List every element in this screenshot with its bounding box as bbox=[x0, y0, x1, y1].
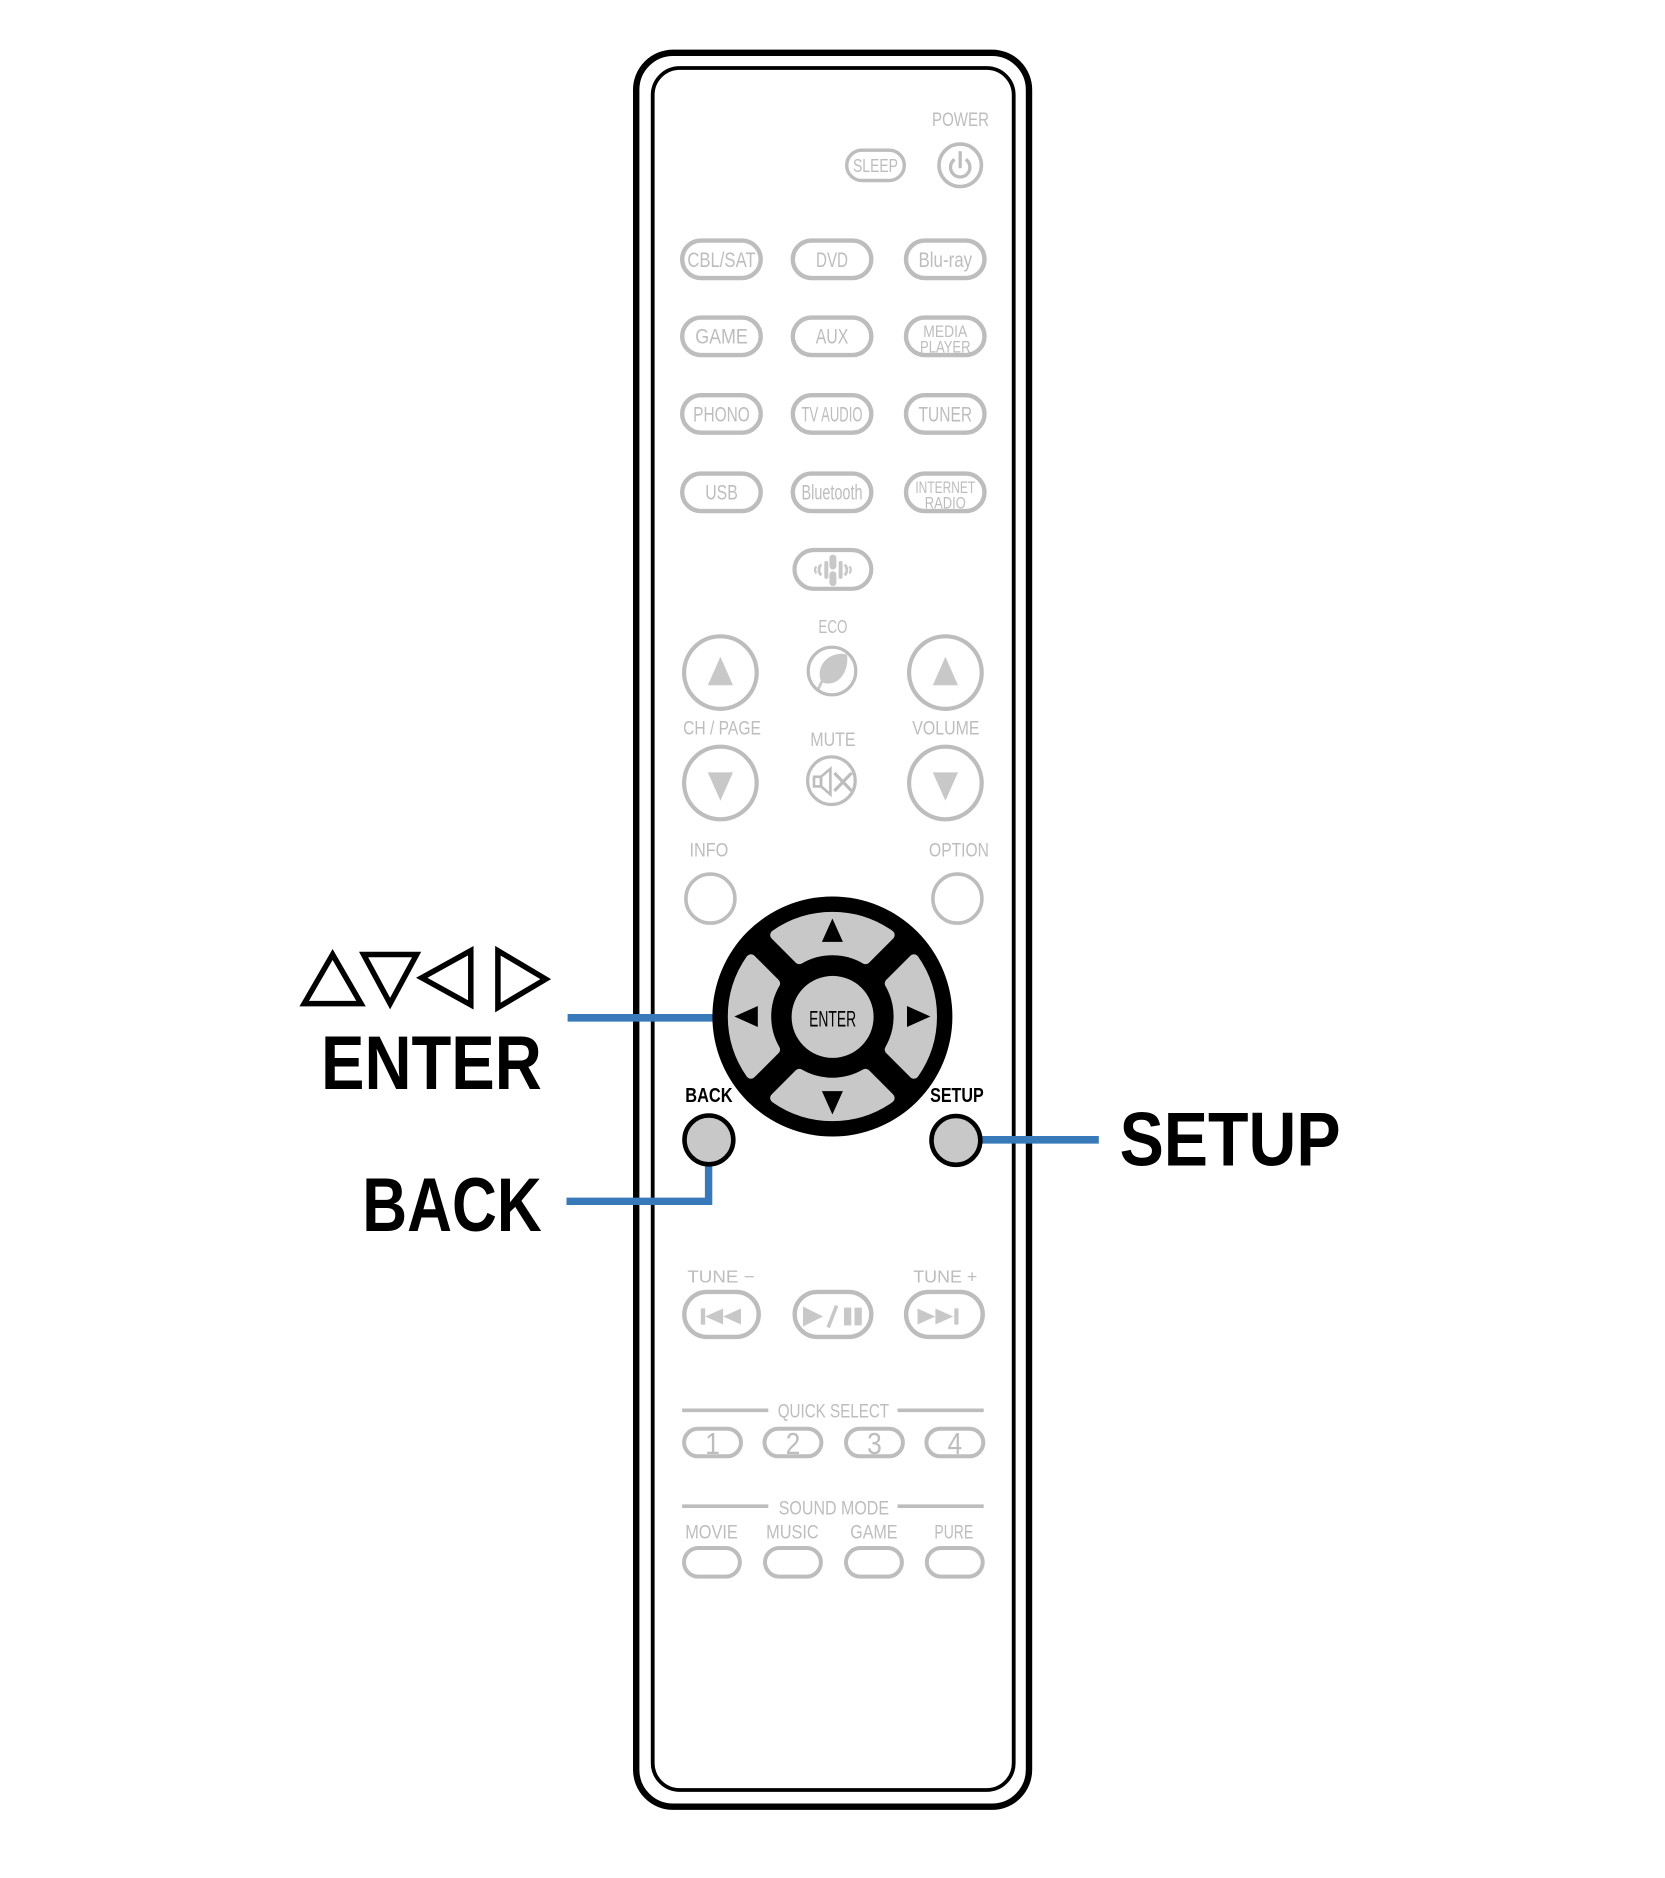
svg-text:OPTION: OPTION bbox=[929, 841, 989, 862]
svg-text:ENTER: ENTER bbox=[321, 1021, 542, 1106]
svg-text:MUTE: MUTE bbox=[810, 730, 855, 751]
svg-text:GAME: GAME bbox=[695, 326, 748, 349]
svg-text:Blu-ray: Blu-ray bbox=[919, 249, 973, 272]
svg-text:BACK: BACK bbox=[685, 1084, 732, 1107]
svg-text:SOUND MODE: SOUND MODE bbox=[779, 1497, 889, 1519]
svg-text:SLEEP: SLEEP bbox=[853, 156, 898, 176]
svg-text:Bluetooth: Bluetooth bbox=[802, 482, 863, 505]
svg-text:CBL/SAT: CBL/SAT bbox=[687, 249, 755, 272]
svg-text:PHONO: PHONO bbox=[693, 403, 750, 426]
svg-text:4: 4 bbox=[948, 1426, 963, 1461]
svg-text:VOLUME: VOLUME bbox=[912, 719, 979, 740]
svg-text:MOVIE: MOVIE bbox=[685, 1523, 738, 1544]
svg-text:INFO: INFO bbox=[689, 841, 728, 862]
svg-text:DVD: DVD bbox=[816, 249, 848, 272]
svg-text:MEDIA: MEDIA bbox=[923, 322, 968, 341]
svg-text:BACK: BACK bbox=[362, 1163, 542, 1248]
svg-text:POWER: POWER bbox=[932, 109, 989, 131]
svg-text:INTERNET: INTERNET bbox=[915, 478, 975, 497]
svg-text:TUNE −: TUNE − bbox=[687, 1266, 754, 1286]
svg-text:QUICK SELECT: QUICK SELECT bbox=[778, 1400, 889, 1422]
svg-text:MUSIC: MUSIC bbox=[766, 1523, 819, 1544]
svg-text:RADIO: RADIO bbox=[925, 494, 966, 513]
svg-text:TV AUDIO: TV AUDIO bbox=[802, 403, 863, 426]
svg-text:USB: USB bbox=[705, 482, 738, 505]
svg-text:GAME: GAME bbox=[850, 1523, 897, 1544]
svg-text:PURE: PURE bbox=[934, 1523, 973, 1544]
svg-text:PLAYER: PLAYER bbox=[920, 338, 971, 357]
svg-text:1: 1 bbox=[705, 1426, 720, 1461]
svg-text:ECO: ECO bbox=[818, 617, 847, 637]
svg-text:AUX: AUX bbox=[816, 326, 849, 349]
svg-text:3: 3 bbox=[867, 1426, 882, 1461]
svg-text:ENTER: ENTER bbox=[809, 1006, 856, 1031]
svg-text:TUNE +: TUNE + bbox=[913, 1266, 977, 1286]
svg-text:2: 2 bbox=[786, 1426, 801, 1461]
svg-text:SETUP: SETUP bbox=[930, 1084, 984, 1107]
svg-text:SETUP: SETUP bbox=[1120, 1098, 1341, 1183]
svg-text:CH / PAGE: CH / PAGE bbox=[683, 719, 761, 740]
svg-text:TUNER: TUNER bbox=[919, 403, 973, 426]
